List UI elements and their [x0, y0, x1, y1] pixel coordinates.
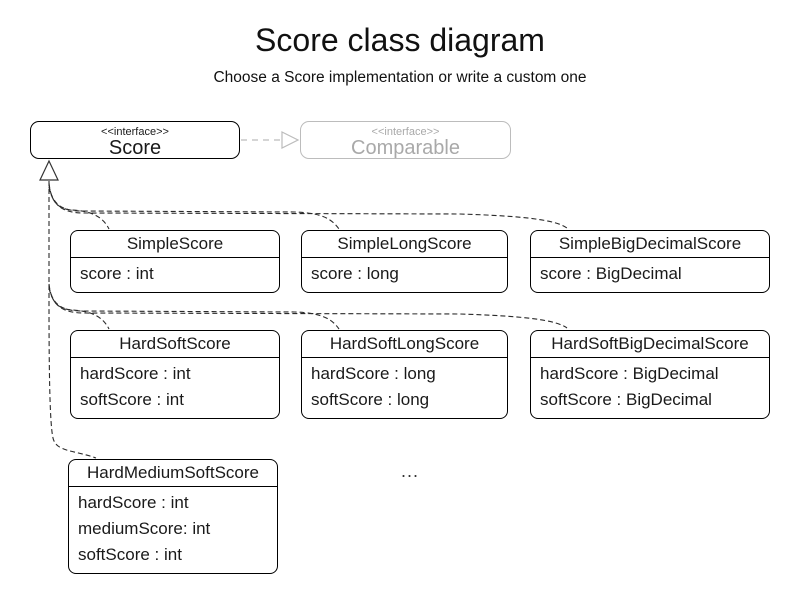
- class-box-simplelongscore: SimpleLongScore score : long: [301, 230, 508, 293]
- interface-box-comparable: <<interface>> Comparable: [300, 121, 511, 159]
- class-attribute: softScore : int: [78, 545, 182, 564]
- class-name: HardSoftBigDecimalScore: [531, 331, 769, 358]
- class-attributes: score : BigDecimal: [531, 258, 769, 292]
- realization-path-hardsoftlongscore: [48, 285, 340, 330]
- score-interface-name: Score: [108, 137, 162, 159]
- class-name: SimpleLongScore: [302, 231, 507, 258]
- class-attribute: mediumScore: int: [78, 519, 211, 538]
- class-attributes: hardScore : int softScore : int: [71, 358, 279, 418]
- class-name: HardSoftLongScore: [302, 331, 507, 358]
- comparable-stereotype: <<interface>>: [371, 126, 440, 138]
- comparable-interface-name: Comparable: [351, 137, 460, 159]
- class-attributes: score : long: [302, 258, 507, 292]
- page-title: Score class diagram: [255, 22, 545, 58]
- class-name: SimpleScore: [71, 231, 279, 258]
- page-subtitle: Choose a Score implementation or write a…: [213, 69, 587, 86]
- class-attribute: hardScore : BigDecimal: [540, 364, 719, 383]
- class-name: SimpleBigDecimalScore: [531, 231, 769, 258]
- comparable-arrowhead-icon: [281, 131, 300, 149]
- class-attribute: softScore : BigDecimal: [540, 390, 712, 409]
- class-attribute: hardScore : int: [80, 364, 191, 383]
- class-name: HardMediumSoftScore: [69, 460, 277, 487]
- class-attributes: hardScore : int mediumScore: int softSco…: [69, 487, 277, 573]
- realization-path-hardsoftbigdecimalscore: [48, 287, 568, 329]
- class-attribute: score : long: [311, 264, 399, 283]
- realization-arrowhead-icon: [39, 159, 59, 181]
- class-attribute: softScore : long: [311, 390, 430, 409]
- realization-path-simplebigdecimalscore: [48, 186, 568, 229]
- class-box-hardsoftscore: HardSoftScore hardScore : int softScore …: [70, 330, 280, 419]
- class-attributes: hardScore : BigDecimal softScore : BigDe…: [531, 358, 769, 418]
- realization-path-simplelongscore: [48, 184, 340, 230]
- class-attribute: score : int: [80, 264, 154, 283]
- class-box-simplebigdecimalscore: SimpleBigDecimalScore score : BigDecimal: [530, 230, 770, 293]
- interface-box-score: <<interface>> Score: [30, 121, 240, 159]
- realization-path-simplescore: [48, 182, 110, 230]
- class-box-simplescore: SimpleScore score : int: [70, 230, 280, 293]
- ellipsis-more-implementations: ...: [401, 461, 420, 481]
- class-attribute: hardScore : long: [311, 364, 436, 383]
- class-attributes: hardScore : long softScore : long: [302, 358, 507, 418]
- class-box-hardsoftlongscore: HardSoftLongScore hardScore : long softS…: [301, 330, 508, 419]
- class-box-hardsoftbigdecimalscore: HardSoftBigDecimalScore hardScore : BigD…: [530, 330, 770, 419]
- score-stereotype: <<interface>>: [101, 126, 169, 138]
- class-attribute: hardScore : int: [78, 493, 189, 512]
- class-attribute: score : BigDecimal: [540, 264, 682, 283]
- class-attributes: score : int: [71, 258, 279, 292]
- class-name: HardSoftScore: [71, 331, 279, 358]
- class-attribute: softScore : int: [80, 390, 184, 409]
- class-box-hardmediumsoftscore: HardMediumSoftScore hardScore : int medi…: [68, 459, 278, 574]
- realization-path-hardmediumsoftscore: [48, 181, 97, 459]
